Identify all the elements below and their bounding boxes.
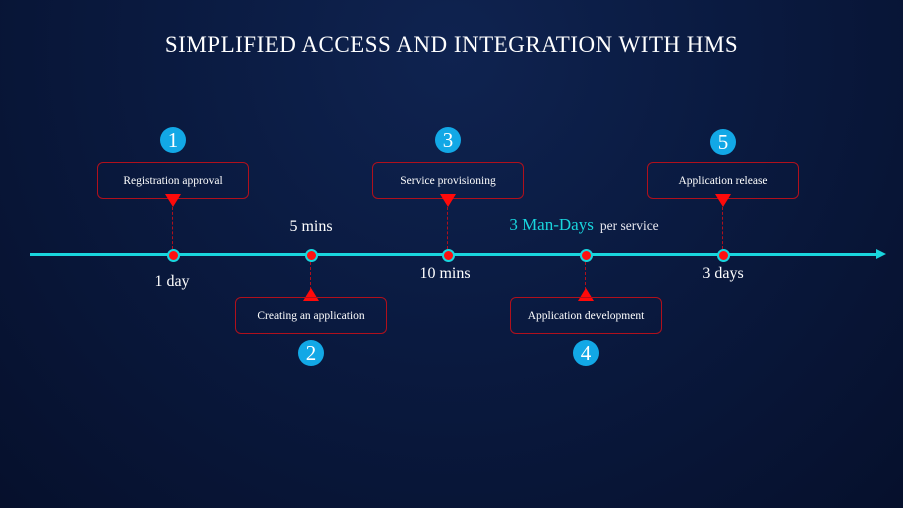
duration-label: 5 mins <box>289 218 333 235</box>
page-title: SIMPLIFIED ACCESS AND INTEGRATION WITH H… <box>164 32 739 57</box>
duration-value: 3 Man-Days <box>509 215 594 234</box>
duration-label: 3 Man-Days per service <box>509 215 658 235</box>
duration-label: 10 mins <box>419 265 471 282</box>
step-number-badge: 4 <box>573 340 599 366</box>
connector <box>722 207 724 249</box>
pointer-down-icon <box>165 194 181 207</box>
step-number-badge: 2 <box>298 340 324 366</box>
step-box: Creating an application <box>235 297 387 334</box>
duration-label: 3 days <box>702 265 744 282</box>
connector <box>585 262 587 290</box>
connector <box>447 207 449 249</box>
step-box: Application development <box>510 297 662 334</box>
duration-suffix: per service <box>599 218 659 233</box>
connector <box>310 262 312 290</box>
timeline-node <box>304 249 318 262</box>
pointer-down-icon <box>715 194 731 207</box>
timeline-node <box>579 249 593 262</box>
connector <box>172 207 174 249</box>
timeline-node <box>441 249 455 262</box>
step-number-badge: 5 <box>710 129 736 155</box>
timeline-node <box>166 249 180 262</box>
duration-label: 1 day <box>154 273 190 290</box>
pointer-down-icon <box>440 194 456 207</box>
step-number-badge: 1 <box>160 127 186 153</box>
step-number-badge: 3 <box>435 127 461 153</box>
timeline-arrowhead <box>876 249 886 259</box>
timeline-node <box>716 249 730 262</box>
